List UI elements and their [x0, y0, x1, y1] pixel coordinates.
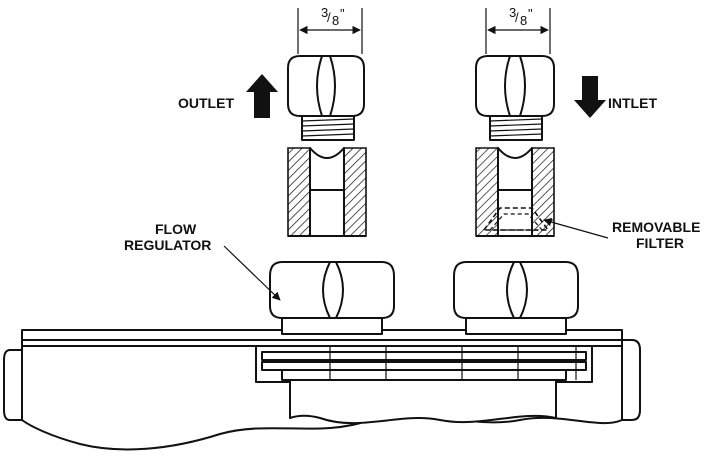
right-dimension-inch: " [528, 6, 533, 21]
inlet-base-hex-nut [453, 261, 579, 335]
removable-filter-label-line2: FILTER [636, 235, 684, 251]
arrow-up-icon [246, 74, 278, 118]
left-dimension: 3 / 8 " [297, 5, 363, 54]
right-dimension-whole: 3 [509, 5, 516, 20]
removable-filter-element [482, 207, 550, 231]
left-dimension-whole: 3 [321, 5, 328, 20]
left-dimension-fraction: 8 [332, 13, 339, 28]
outlet-label: OUTLET [178, 95, 234, 111]
right-dimension-fraction: 8 [520, 13, 527, 28]
right-dimension: 3 / 8 " [485, 5, 551, 54]
removable-filter-label-line1: REMOVABLE [612, 219, 700, 235]
flow-regulator-label-line1: FLOW [155, 221, 197, 237]
right-dimension-slash: / [515, 10, 519, 25]
left-dimension-slash: / [327, 10, 331, 25]
flow-regulator-label-line2: REGULATOR [124, 237, 211, 253]
flow-regulator-hex-nut [269, 261, 395, 335]
arrow-down-icon [574, 76, 606, 118]
flow-regulator-leader [223, 245, 281, 301]
removable-filter-leader [543, 218, 609, 239]
inlet-tube-fitting [475, 55, 555, 237]
inlet-label: INTLET [608, 95, 657, 111]
left-dimension-inch: " [340, 6, 345, 21]
manifold-block [255, 345, 593, 425]
outlet-tube-fitting [287, 55, 367, 237]
